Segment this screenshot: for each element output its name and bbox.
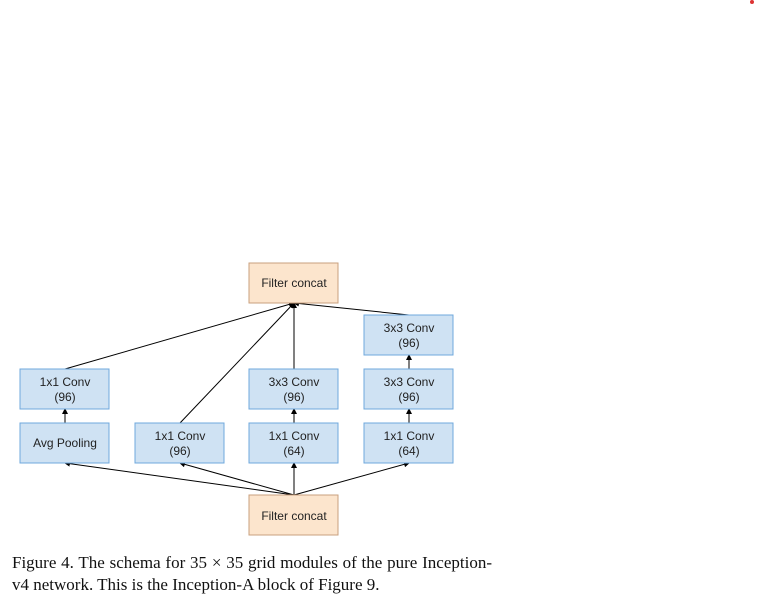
node-label: 3x3 Conv: [269, 375, 320, 389]
node-label: 3x3 Conv: [384, 321, 435, 335]
node-sublabel: (96): [398, 390, 419, 404]
node-filter-concat-top: Filter concat: [248, 262, 339, 304]
edge-b4-to-top-concat: [293, 300, 410, 316]
node-label: 1x1 Conv: [155, 429, 206, 443]
node-label: 1x1 Conv: [269, 429, 320, 443]
node-sublabel: (96): [54, 390, 75, 404]
edge-b1-to-top-concat: [64, 301, 295, 370]
node-sublabel: (96): [283, 390, 304, 404]
node-label: 1x1 Conv: [384, 429, 435, 443]
node-b4-conv3x3-mid: 3x3 Conv (96): [363, 368, 454, 410]
node-b1-conv1x1: 1x1 Conv (96): [19, 368, 110, 410]
node-b3-conv3x3: 3x3 Conv (96): [248, 368, 339, 410]
figure-caption: Figure 4. The schema for 35 × 35 grid mo…: [12, 553, 492, 594]
node-label: Filter concat: [261, 509, 327, 523]
corner-dot: [750, 0, 754, 4]
node-label: 3x3 Conv: [384, 375, 435, 389]
node-sublabel: (64): [283, 444, 304, 458]
edge-concat-to-avgpool: [64, 460, 295, 496]
node-sublabel: (64): [398, 444, 419, 458]
node-b1-avgpool: Avg Pooling: [19, 422, 110, 464]
edges: [62, 300, 412, 496]
node-filter-concat-bottom: Filter concat: [248, 494, 339, 536]
node-b4-conv1x1: 1x1 Conv (64): [363, 422, 454, 464]
edge-concat-to-b2-conv1x1: [179, 461, 295, 496]
node-label: Filter concat: [261, 276, 327, 290]
node-b3-conv1x1: 1x1 Conv (64): [248, 422, 339, 464]
node-label: Avg Pooling: [33, 436, 97, 450]
edge-b2-to-top-concat: [179, 302, 295, 424]
inception-a-diagram: Filter concat 3x3 Conv (96) 1x1 Conv (96…: [19, 262, 454, 536]
edge-concat-to-b4-conv1x1: [293, 461, 410, 496]
node-sublabel: (96): [398, 336, 419, 350]
node-sublabel: (96): [169, 444, 190, 458]
node-label: 1x1 Conv: [40, 375, 91, 389]
node-b2-conv1x1: 1x1 Conv (96): [134, 422, 225, 464]
node-b4-conv3x3-top: 3x3 Conv (96): [363, 314, 454, 356]
